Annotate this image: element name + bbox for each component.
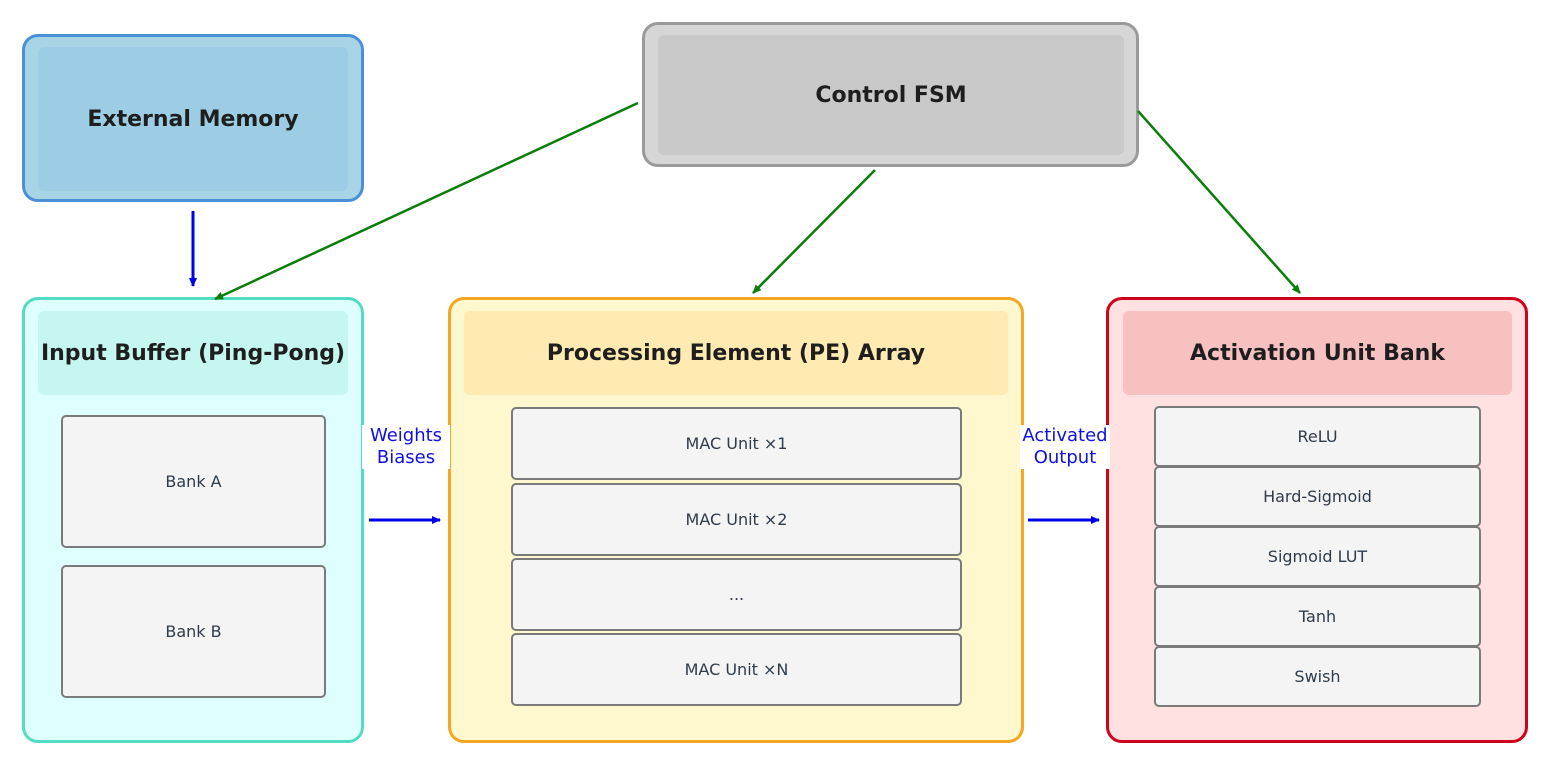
mac-unit-1: MAC Unit ×1 — [511, 407, 962, 480]
pe-array-block: Processing Element (PE) Array MAC Unit ×… — [448, 297, 1024, 743]
input-buffer-title: Input Buffer (Ping-Pong) — [40, 340, 346, 366]
weights-label-line1: Weights — [369, 425, 443, 446]
activated-label-line2: Output — [1033, 447, 1097, 468]
control-fsm-block: Control FSM — [642, 22, 1139, 167]
control-arrow-to-activation-bank — [1137, 110, 1301, 294]
mac-unit-ellipsis: ... — [511, 558, 962, 631]
input-buffer-header: Input Buffer (Ping-Pong) — [38, 311, 348, 395]
weights-label-line2: Biases — [376, 447, 436, 468]
external-memory-block: External Memory — [22, 34, 364, 202]
weights-biases-label: Weights Biases — [362, 425, 450, 469]
mac-unit-2: MAC Unit ×2 — [511, 483, 962, 556]
activated-output-label: Activated Output — [1020, 425, 1110, 469]
activation-unit-swish: Swish — [1154, 646, 1481, 707]
activated-label-line1: Activated — [1022, 425, 1108, 446]
control-fsm-title: Control FSM — [815, 82, 967, 108]
external-memory-title: External Memory — [87, 106, 299, 132]
activation-unit-sigmoid-lut: Sigmoid LUT — [1154, 526, 1481, 587]
activation-unit-relu: ReLU — [1154, 406, 1481, 467]
control-arrow-to-pe-array — [752, 169, 876, 294]
bank-b: Bank B — [61, 565, 326, 698]
activation-bank-header: Activation Unit Bank — [1123, 311, 1512, 395]
bank-a: Bank A — [61, 415, 326, 548]
pe-array-title: Processing Element (PE) Array — [546, 340, 926, 366]
mac-unit-n: MAC Unit ×N — [511, 633, 962, 706]
control-fsm-header: Control FSM — [658, 35, 1124, 155]
external-memory-header: External Memory — [38, 47, 348, 191]
control-arrow-to-input-buffer — [214, 101, 639, 301]
activation-bank-block: Activation Unit Bank ReLU Hard-Sigmoid S… — [1106, 297, 1528, 743]
pe-array-header: Processing Element (PE) Array — [464, 311, 1008, 395]
input-buffer-block: Input Buffer (Ping-Pong) Bank A Bank B — [22, 297, 364, 743]
activation-bank-title: Activation Unit Bank — [1190, 340, 1445, 366]
